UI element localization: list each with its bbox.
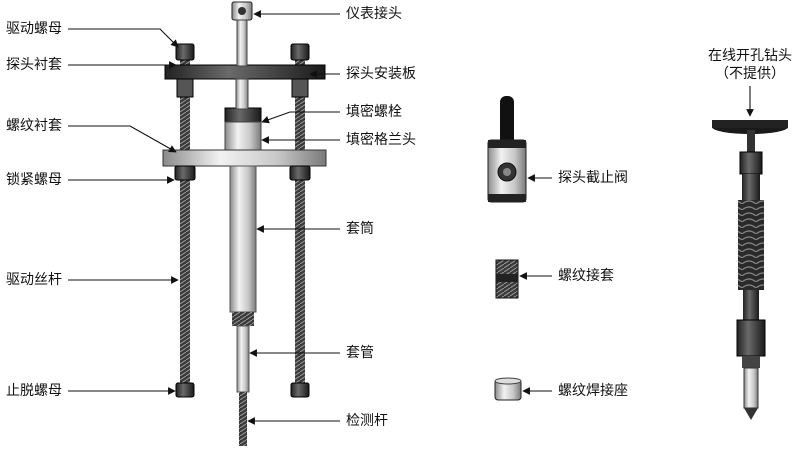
leader-lines (68, 10, 754, 425)
probe-assembly (162, 1, 327, 446)
label-hot-tap-drill-note: （不提供） (715, 66, 785, 82)
label-thread-bushing: 螺纹衬套 (6, 118, 62, 134)
probe-stop-valve (487, 96, 527, 203)
label-drive-screw: 驱动丝杆 (6, 272, 62, 288)
sleeve-tube (236, 325, 250, 393)
lock-nut-left (174, 165, 196, 181)
label-probe-bushing: 探头衬套 (6, 57, 62, 73)
detection-rod (239, 392, 247, 446)
label-lock-nut: 锁紧螺母 (6, 172, 62, 188)
packing-bolt (224, 107, 262, 123)
label-packing-gland: 填密格兰头 (346, 132, 416, 148)
hot-tap-drill (712, 120, 788, 420)
thread-bushing-plate (162, 149, 327, 167)
label-hot-tap-drill: 在线开孔钻头 (708, 48, 792, 64)
label-packing-bolt: 填密螺栓 (346, 104, 402, 120)
thread-coupling (495, 259, 519, 299)
sleeve-barrel (229, 165, 257, 313)
label-thread-weld-base: 螺纹焊接座 (558, 383, 628, 399)
stop-nut-right (290, 382, 310, 398)
lock-nut-right (289, 165, 311, 181)
stop-nut-left (175, 382, 195, 398)
label-thread-coupling: 螺纹接套 (558, 268, 614, 284)
probe-mount-plate (164, 64, 326, 80)
drive-nut-right (290, 43, 310, 61)
drive-nut-left (175, 43, 195, 61)
label-instrument-connector: 仪表接头 (346, 6, 402, 22)
drive-screw-right (295, 50, 305, 390)
label-drive-nut: 驱动螺母 (6, 21, 62, 37)
label-sleeve-barrel: 套筒 (346, 221, 374, 237)
label-stop-nut: 止脱螺母 (6, 383, 62, 399)
packing-gland (224, 121, 262, 151)
label-sleeve-tube: 套管 (346, 345, 374, 361)
thread-weld-base (494, 377, 522, 401)
drive-screw-left (180, 50, 190, 390)
label-probe-mount-plate: 探头安装板 (346, 66, 416, 82)
label-probe-stop-valve: 探头截止阀 (558, 170, 628, 186)
label-detection-rod: 检测杆 (346, 413, 388, 429)
